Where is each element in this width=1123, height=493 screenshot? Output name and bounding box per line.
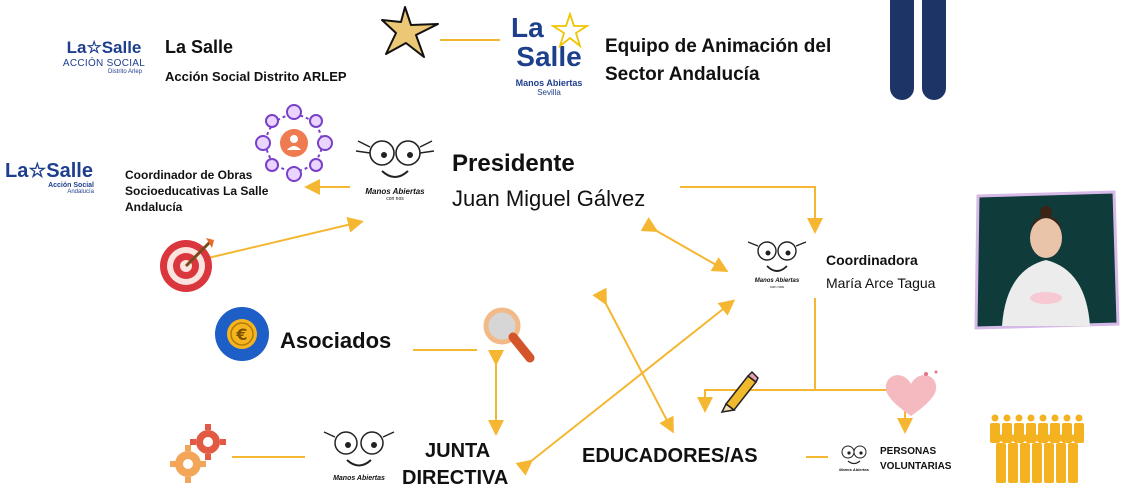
coordinadora-name: María Arce Tagua [826,275,936,291]
logo-sub1: Manos Abiertas [515,78,583,88]
junta-line1: JUNTA [425,440,491,462]
presidente-role: Presidente [452,150,575,177]
magnifier-icon [482,306,536,369]
lasalle-andalucia-logo: La☆Salle Acción Social Andalucía [0,160,98,206]
coordinadora-role: Coordinadora [826,252,918,268]
coordinador-obras-line3: Andalucía [125,200,183,214]
lasalle-subtitle: Acción Social Distrito ARLEP [165,69,347,84]
junta-line2: DIRECTIVA [402,467,509,489]
navy-bar-left [890,0,914,100]
manos-abiertas-logo-presidente: Manos Abiertas con nos [350,133,440,203]
svg-text:€: € [235,325,247,344]
network-icon [255,104,333,187]
logo-star-icon [549,11,591,53]
coordinadora-logo-text: Manos Abiertas [754,278,800,284]
person-figure [996,434,1006,483]
person-figure [1068,434,1078,483]
lasalle-title: La Salle [165,37,234,57]
target-icon [158,234,218,299]
person-figure [1044,434,1054,483]
junta-logo-text: Manos Abiertas [333,475,385,482]
star-icon [380,4,442,65]
logo-salle: Salle [516,41,582,72]
person-figure [1008,434,1018,483]
lasalle-logo-sub2: Distrito Arlep [107,69,142,75]
navy-bar-right [922,0,946,100]
voluntarias-line1: PERSONAS [880,446,937,457]
lasalle-manos-abiertas-logo: La Salle Manos Abiertas Sevilla [505,11,593,122]
arrow-presidente-coordinadora-bi [640,217,729,272]
equipo-title-line1: Equipo de Animación del [605,36,832,57]
manos-abiertas-logo-voluntarias: Manos Abiertas [832,443,876,477]
andalucia-logo-word: La☆Salle [5,160,93,182]
photo-coordinadora [972,190,1120,330]
person-figure [1032,434,1042,483]
gears-icon [170,422,232,489]
arrow-presidente-coordinadora [680,186,823,234]
voluntarias-line2: VOLUNTARIAS [880,461,952,472]
manos-abiertas-logo-coordinadora: Manos Abiertas con nos [742,236,812,294]
andalucia-logo-sub1: Acción Social [48,182,94,189]
logo-la: La [511,12,544,43]
coordinadora-logo-small: con nos [769,284,784,289]
arrow-target-presidente [207,216,364,259]
presidente-name: Juan Miguel Gálvez [452,186,646,211]
lasalle-logo-sub1: ACCIÓN SOCIAL [62,58,146,69]
asociados-label: Asociados [280,328,392,353]
presidente-logo-small: con nos [386,196,404,202]
heart-icon [878,368,944,425]
coin-icon: € [214,306,270,367]
coordinador-obras-line2: Socioeducativas La Salle [125,184,269,198]
arrow-center-educadores [592,287,674,434]
presidente-logo-text: Manos Abiertas [365,187,425,196]
person-figure [1020,434,1030,483]
equipo-title-line2: Sector Andalucía [605,64,760,85]
voluntarias-logo-text: Manos Abiertas [839,467,869,472]
person-figure [1056,434,1066,483]
arrow-junta-coordinadora [515,299,736,476]
people-group-icon [986,410,1090,491]
educadores-label: EDUCADORES/AS [582,445,758,467]
lasalle-logo-word: La☆Salle [66,38,142,57]
lasalle-accion-social-logo: La☆Salle ACCIÓN SOCIAL Distrito Arlep [58,38,150,94]
coordinador-obras-line1: Coordinador de Obras [125,168,253,182]
andalucia-logo-sub2: Andalucía [67,189,94,195]
manos-abiertas-logo-junta: Manos Abiertas [316,425,402,491]
logo-sub2: Sevilla [537,88,561,97]
pencil-icon [716,370,760,419]
